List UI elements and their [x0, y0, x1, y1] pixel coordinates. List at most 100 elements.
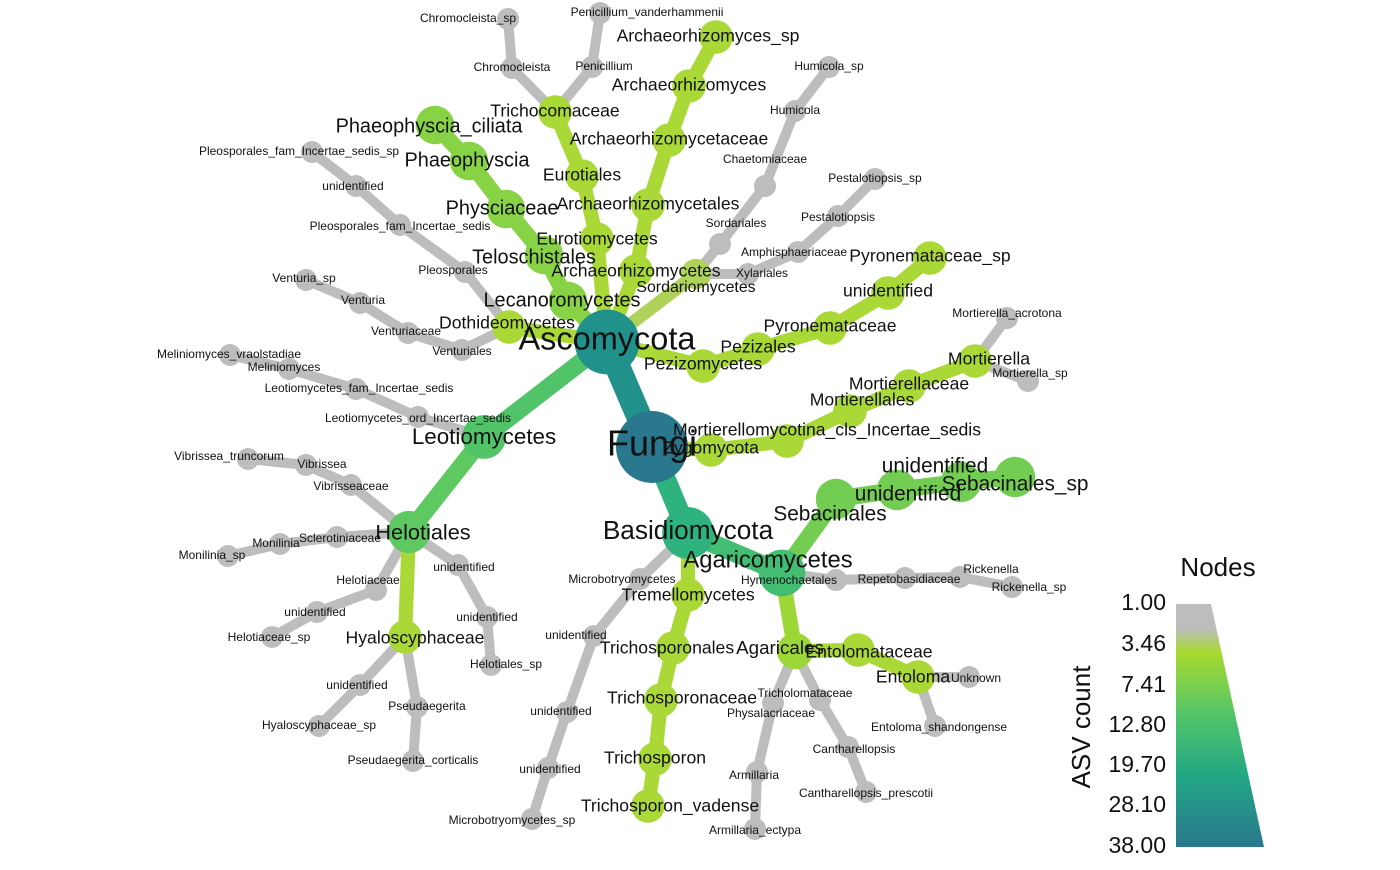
node-chaetomiaceae — [754, 175, 776, 197]
node-label-leotiomycetes_fam: Leotiomycetes_fam_Incertae_sedis — [265, 381, 454, 395]
node-archaeorhizomycetales — [631, 188, 665, 222]
node-label-pezizomycetes: Pezizomycetes — [644, 354, 763, 374]
node-phaeophyscia — [449, 141, 489, 181]
node-label-teloschistales: Teloschistales — [472, 246, 596, 268]
node-label-entolomataceae: Entolomataceae — [805, 642, 932, 662]
node-eurotiales — [565, 159, 599, 193]
legend-tick-label: 28.10 — [1108, 791, 1166, 817]
node-humicola_sp — [818, 56, 840, 78]
legend-tick-label: 7.41 — [1121, 671, 1166, 697]
node-pezizomycetes — [686, 349, 720, 383]
node-label-archaeorhizomycetales: Archaeorhizomycetales — [557, 194, 740, 214]
node-mortierella_sp — [1017, 370, 1039, 392]
node-label-trichocomaceae: Trichocomaceae — [490, 101, 619, 121]
node-label-mortierellomycotina: Mortierellomycotina_cls_Incertae_sedis — [673, 420, 981, 441]
node-sebacinales — [815, 478, 857, 520]
node-pyronemataceae — [813, 311, 847, 345]
node-label-trichosporonaceae: Trichosporonaceae — [607, 688, 757, 708]
node-pleosporales_fam — [389, 214, 411, 236]
node-label-helotiales_sp: Helotiales_sp — [470, 657, 542, 671]
node-mortierella — [958, 344, 992, 378]
node-label-microbotryomycetes: Microbotryomycetes — [568, 572, 675, 586]
node-sordariomycetes — [680, 258, 712, 290]
node-label-mortierellaceae: Mortierellaceae — [849, 374, 969, 394]
node-label-vibrisseaceae: Vibrisseaceae — [313, 479, 388, 493]
node-label-penicillium: Penicillium — [575, 59, 632, 73]
node-label-pseudaegerita_corticalis: Pseudaegerita_corticalis — [348, 753, 479, 767]
node-label-asco: Ascomycota — [518, 321, 696, 357]
node-label-fungi: Fungi — [607, 423, 697, 464]
node-label-entoloma: Entoloma — [876, 667, 951, 687]
node-label-pleosporales_fam_sp: Pleosporales_fam_Incertae_sedis_sp — [199, 144, 399, 158]
node-pleosporales_fam_sp — [301, 141, 323, 163]
node-pestalotiopsis — [827, 205, 849, 227]
node-label-hyaloscyphaceae: Hyaloscyphaceae — [346, 628, 485, 648]
node-label-eurotiomycetes: Eurotiomycetes — [536, 229, 657, 249]
node-label-pestalotiopsis_sp: Pestalotiopsis_sp — [828, 171, 922, 185]
node-label-unidentified_heloord: unidentified — [433, 560, 494, 574]
node-agaricomycetes — [758, 549, 806, 597]
node-rickenella — [949, 566, 971, 588]
node-mortierellaceae — [892, 369, 926, 403]
node-label-phaeophyscia_ciliata: Phaeophyscia_ciliata — [336, 115, 524, 137]
node-label-unidentified_micro3: unidentified — [519, 762, 580, 776]
node-label-archaeorhizomycetes: Archaeorhizomycetes — [551, 261, 720, 281]
legend-title: Nodes — [1180, 552, 1255, 582]
node-label-agaricomycetes: Agaricomycetes — [683, 546, 852, 573]
node-label-unidentified_heloord2: unidentified — [456, 610, 517, 624]
node-zygo — [694, 433, 728, 467]
legend-tick-label: 3.46 — [1121, 630, 1166, 656]
node-trichosporon_vadense — [631, 789, 665, 823]
node-label-mortierellales: Mortierellales — [810, 390, 915, 410]
node-archaeorhizomyces — [672, 69, 706, 103]
legend-tick-label: 38.00 — [1108, 832, 1166, 858]
node-physciaceae — [486, 189, 526, 229]
edge-leotiomycetes_fam-meliniomyces — [284, 364, 361, 394]
node-label-vibrissea_truncorum: Vibrissea_truncorum — [174, 449, 284, 463]
node-label-venturiales: Venturiales — [432, 344, 491, 358]
node-label-monilinia: Monilinia — [252, 536, 300, 550]
node-label-unidentified_pyr: unidentified — [843, 281, 933, 301]
node-microbotryomycetes_sp — [521, 808, 543, 830]
node-label-lecanoromycetes: Lecanoromycetes — [484, 289, 641, 311]
node-label-sebacinales: Sebacinales — [773, 503, 886, 526]
node-label-penicillium_vanderhammenii: Penicillium_vanderhammenii — [571, 5, 724, 19]
node-tremellomycetes — [671, 578, 705, 612]
node-armillaria_ectypa — [744, 818, 766, 840]
node-agaricales — [776, 632, 814, 670]
node-unidentified_micro3 — [537, 757, 559, 779]
node-trichosporon — [638, 742, 672, 776]
node-label-humicola: Humicola — [770, 103, 820, 117]
node-label-sebacinales_sp: Sebacinales_sp — [942, 473, 1089, 496]
node-label-basidio: Basidiomycota — [603, 515, 774, 545]
node-sebacinales_sp — [994, 456, 1036, 498]
node-xylariales — [737, 263, 759, 285]
node-label-leotiomycetes: Leotiomycetes — [412, 424, 556, 449]
node-physalacriaceae — [762, 692, 784, 714]
node-helotiaceae — [365, 579, 387, 601]
node-rickenella_sp — [1001, 576, 1023, 598]
node-label-entoloma_shandongense: Entoloma_shandongense — [871, 720, 1007, 734]
legend-axis-label: ASV count — [1066, 665, 1096, 789]
node-amphisphaeriaceae — [787, 241, 809, 263]
node-label-physalacriaceae: Physalacriaceae — [727, 706, 815, 720]
node-label-zygo: Zygomycota — [663, 438, 759, 458]
node-leotiomycetes_ord — [407, 406, 429, 428]
node-unidentified_helo — [306, 601, 328, 623]
node-label-cantharellopsis: Cantharellopsis — [813, 742, 896, 756]
node-leotiomycetes — [462, 415, 506, 459]
node-label-meliniomyces: Meliniomyces — [248, 360, 321, 374]
edge-chaetomiaceae-humicola — [760, 106, 800, 191]
node-label-archaeorhizomyces: Archaeorhizomyces — [612, 75, 767, 95]
node-lecanoromycetes — [548, 281, 588, 321]
node-label-venturia_sp: Venturia_sp — [272, 271, 336, 285]
node-unidentified_pleo — [345, 175, 367, 197]
node-label-trichosporonales: Trichosporonales — [600, 638, 735, 658]
node-pestalotiopsis_sp — [864, 168, 886, 190]
node-label-mortierella_sp: Mortierella_sp — [992, 366, 1068, 380]
node-trichosporonales — [656, 631, 690, 665]
node-label-eurotiales: Eurotiales — [543, 165, 621, 185]
node-trichosporonaceae — [644, 683, 678, 717]
